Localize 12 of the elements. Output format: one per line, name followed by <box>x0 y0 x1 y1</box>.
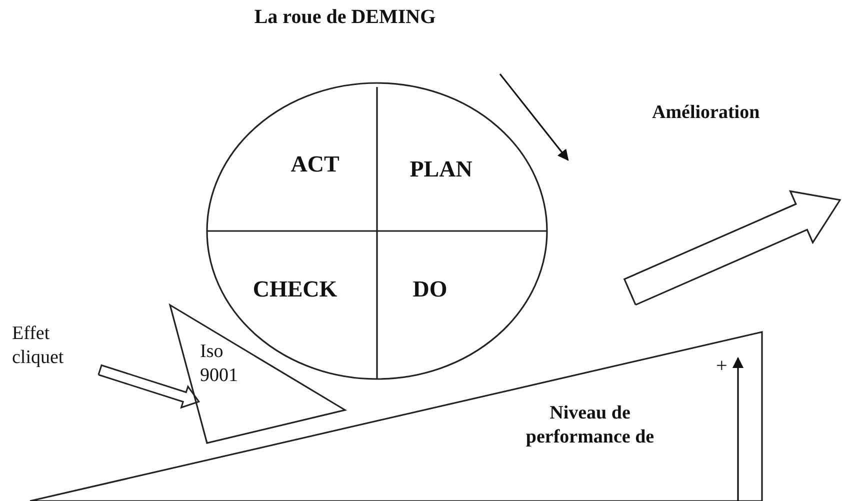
node-label: ACT <box>290 150 340 179</box>
node-label: CHECK <box>252 276 338 304</box>
node-label: Niveau de performance de <box>524 401 656 449</box>
plus-sign: + <box>716 355 728 378</box>
caption-text: Effet cliquet <box>12 322 65 370</box>
title: La roue de DEMING <box>253 6 437 29</box>
annotation-label: Amélioration <box>652 102 760 124</box>
node-label: Iso 9001 <box>200 340 239 388</box>
node-label: PLAN <box>410 156 472 184</box>
node-label: DO <box>412 276 448 304</box>
hollow-arrow <box>98 364 200 409</box>
wedge-triangle <box>170 305 345 443</box>
